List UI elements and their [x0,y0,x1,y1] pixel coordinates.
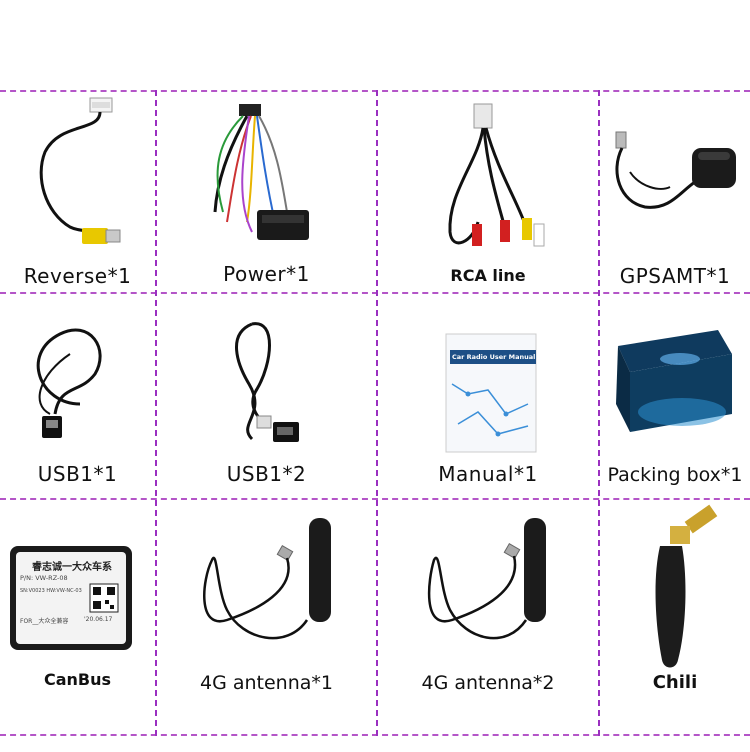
reverse-cable-image [39,97,121,244]
item-reverse: Reverse*1 [0,92,155,292]
divider-col1 [155,90,157,736]
item-label: GPSAMT*1 [619,264,731,288]
packing-box-image [616,330,732,432]
canbus-date: '20.06.17 [84,616,113,623]
divider-row2 [0,498,750,500]
divider-row1 [0,292,750,294]
usb-cable-image [36,328,102,438]
canbus-box-image [10,546,132,650]
canbus-part-number: P/N: VW-RZ-08 [20,574,68,582]
chili-antenna-image [655,504,718,668]
divider-bottom [0,734,750,736]
item-label: Chili [652,672,698,693]
manual-cover-title: Car Radio User Manual [452,353,536,361]
item-label: USB1*2 [226,462,307,486]
item-label: USB1*1 [37,462,118,486]
manual-booklet-image [445,333,537,453]
item-chili-antenna: Chili [600,500,750,734]
item-usb2: USB1*2 [157,294,376,498]
item-label: RCA line [450,266,526,285]
item-label: CanBus [43,670,112,689]
item-label: 4G antenna*2 [421,672,555,694]
power-harness-image [213,104,309,240]
4g-antenna-image [203,518,331,640]
item-canbus: 睿志诚一大众车系 P/N: VW-RZ-08 SN:V0023 HW:VW-NC… [0,500,155,734]
item-label: Power*1 [223,262,310,286]
usb-cable-image [235,322,299,442]
canbus-brand: 睿志诚一大众车系 [32,562,112,573]
item-gps: GPSAMT*1 [600,92,750,292]
item-4g-antenna-2: 4G antenna*2 [378,500,598,734]
item-usb1: USB1*1 [0,294,155,498]
item-power: Power*1 [157,92,376,292]
item-packing-box: Packing box*1 [600,294,750,498]
item-label: Manual*1 [438,462,538,486]
item-label: Packing box*1 [607,464,743,486]
item-manual: Car Radio User Manual Manual*1 [378,294,598,498]
divider-top [0,90,750,92]
rca-cable-image [448,103,545,247]
item-4g-antenna-1: 4G antenna*1 [157,500,376,734]
item-label: Reverse*1 [23,264,132,288]
divider-col2 [376,90,378,736]
divider-col3 [598,90,600,736]
gps-antenna-image [615,131,736,209]
canbus-serial: SN:V0023 HW:VW-NC-03 [20,588,82,594]
canbus-compat: FOR__大众全兼容 [20,618,69,625]
4g-antenna-image [427,518,546,640]
item-label: 4G antenna*1 [200,672,333,694]
item-rca: RCA line [378,92,598,292]
